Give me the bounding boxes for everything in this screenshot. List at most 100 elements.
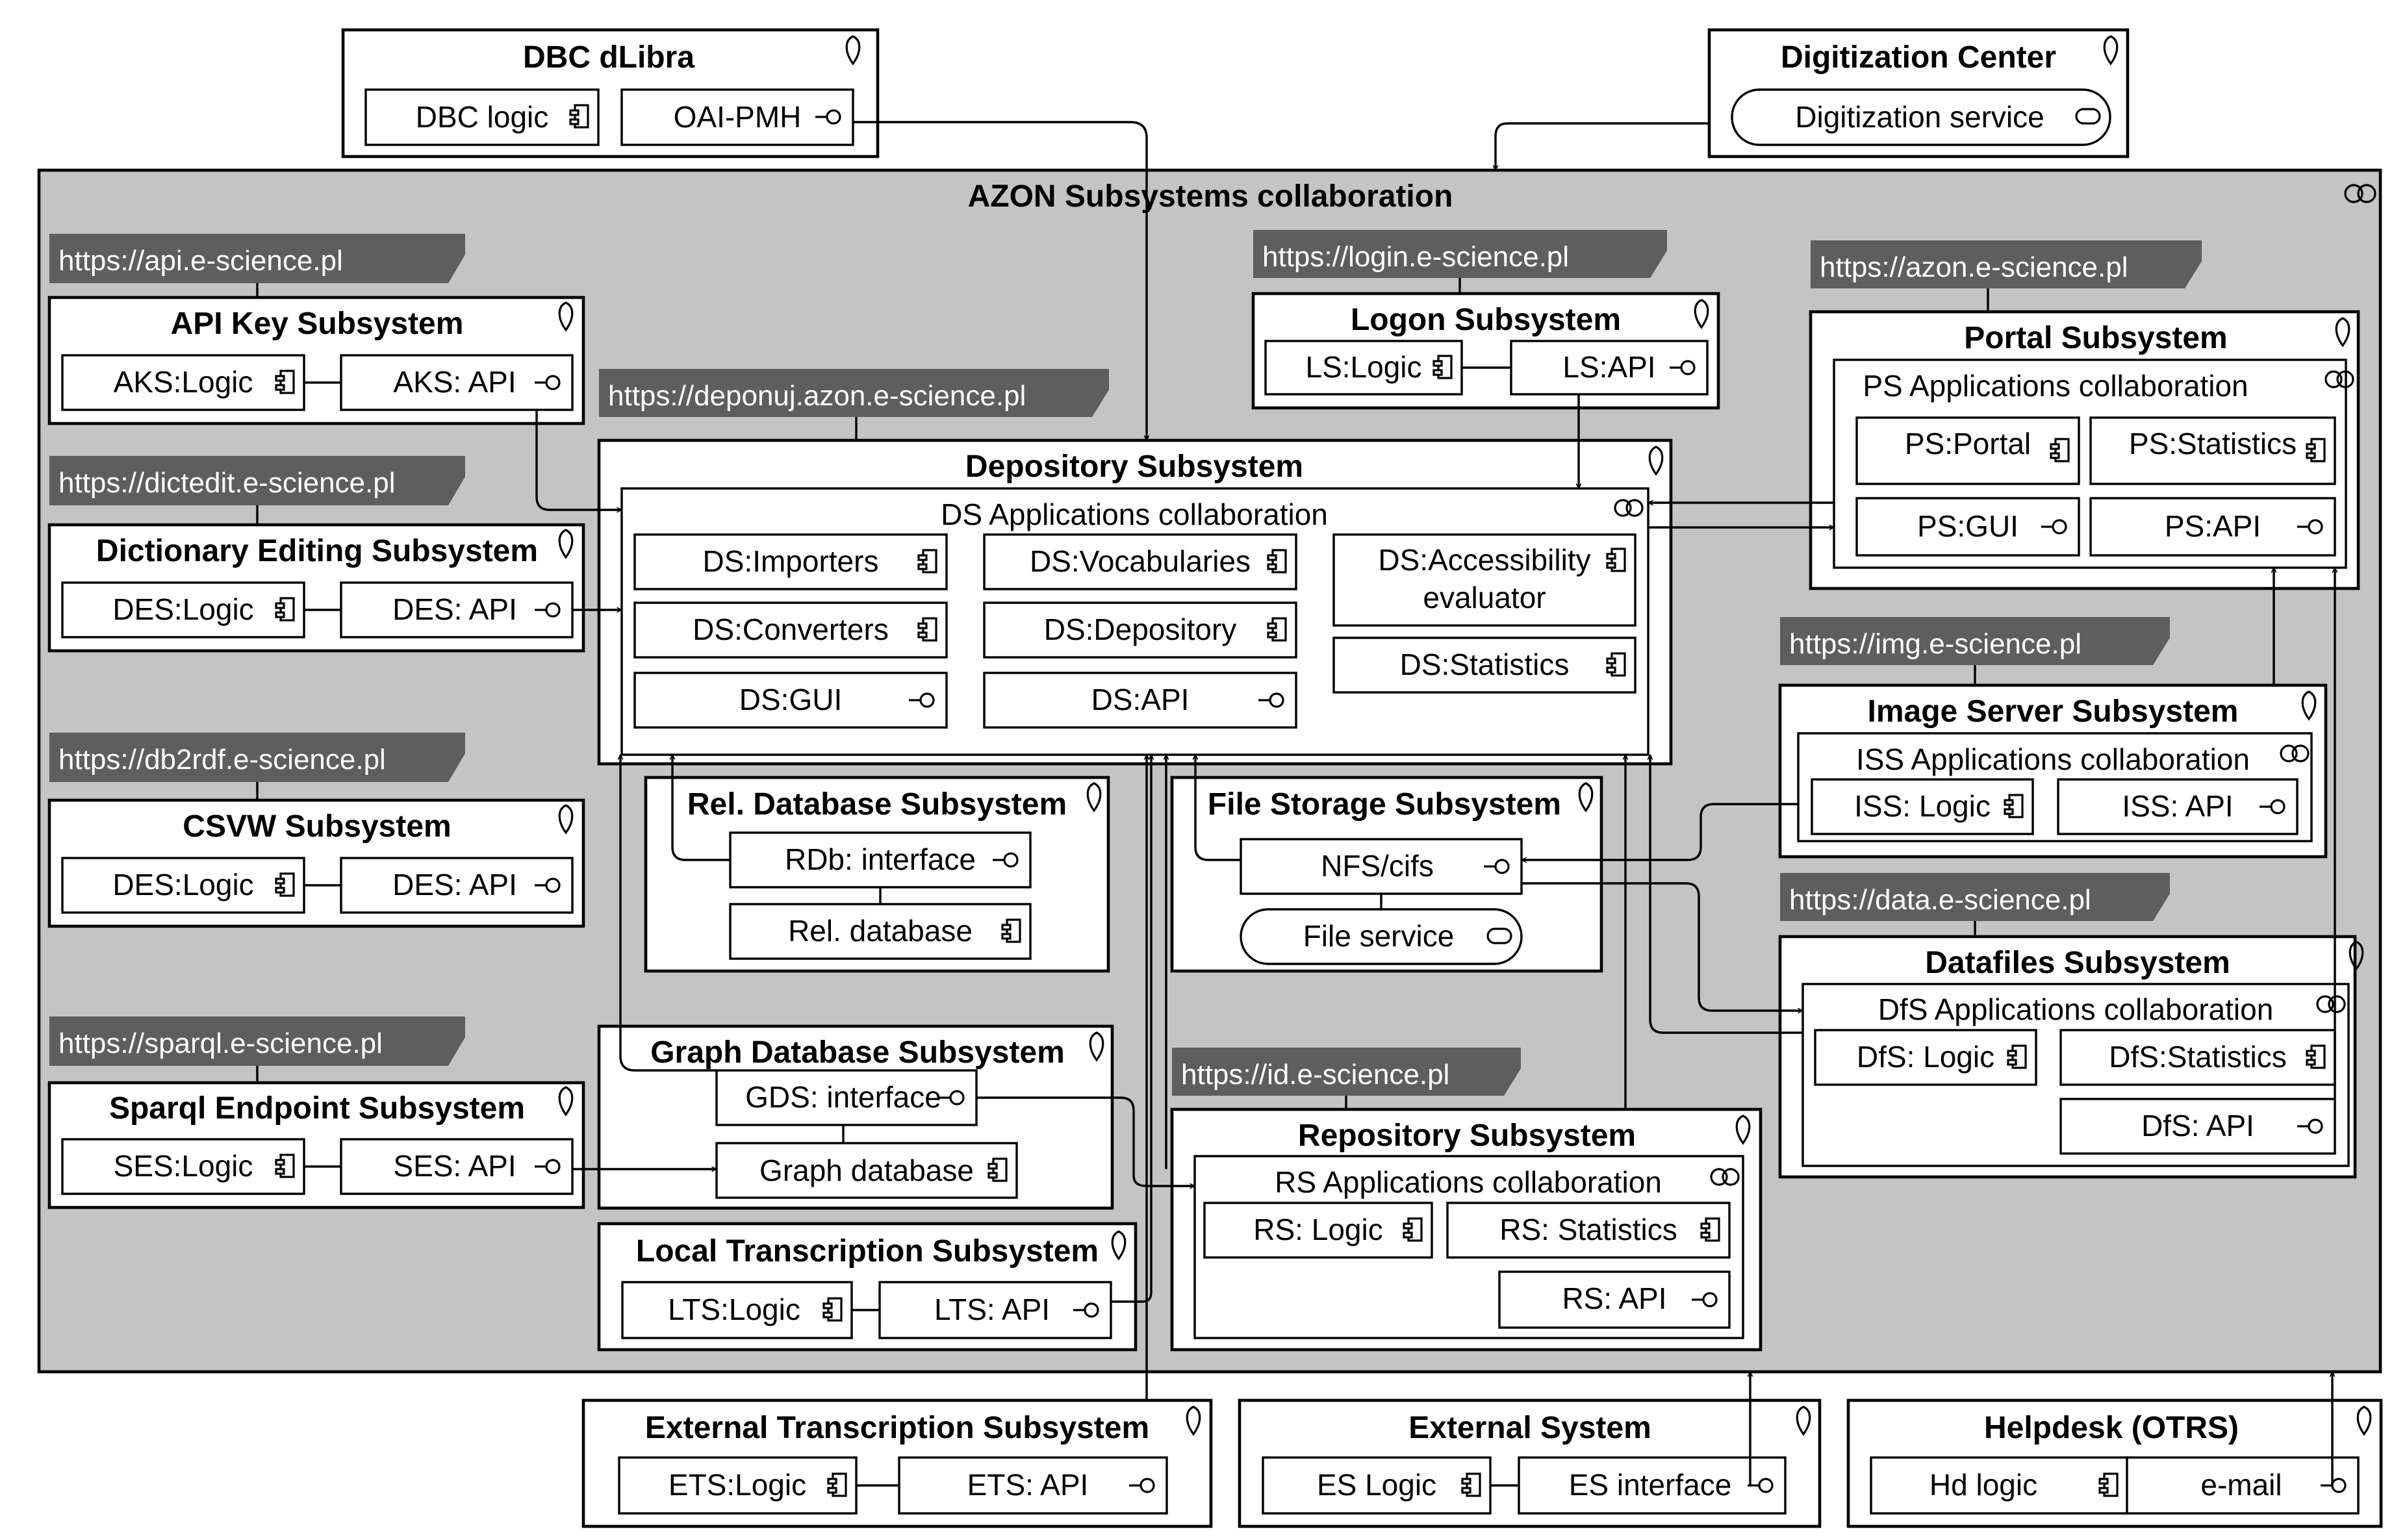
location-pin-icon — [1086, 782, 1102, 813]
local-transcription-subsystem: Local Transcription Subsystem LTS:Logic … — [597, 1222, 1138, 1352]
interface-icon — [1692, 1292, 1718, 1307]
url-tag-id: https://id.e-science.pl — [1172, 1048, 1521, 1109]
component-icon — [917, 549, 937, 574]
svg-text:https://id.e-science.pl: https://id.e-science.pl — [1181, 1059, 1449, 1091]
component-icon — [2050, 438, 2070, 462]
datafiles-subsystem: Datafiles Subsystem DfS Applications col… — [1778, 935, 2364, 1179]
component-icon — [917, 617, 937, 642]
svg-text:RS: API: RS: API — [1562, 1281, 1666, 1315]
external-system: External System ES Logic ES interface — [1238, 1398, 1822, 1528]
interface-icon — [2297, 1118, 2323, 1134]
svg-text:DES:Logic: DES:Logic — [112, 868, 253, 902]
service-icon — [2075, 108, 2101, 125]
svg-text:Sparql Endpoint Subsystem: Sparql Endpoint Subsystem — [109, 1091, 525, 1126]
svg-text:DfS Applications collaboration: DfS Applications collaboration — [1878, 992, 2274, 1026]
component-icon — [827, 1472, 847, 1497]
svg-text:https://dictedit.e-science.pl: https://dictedit.e-science.pl — [58, 467, 395, 499]
svg-text:DfS:Statistics: DfS:Statistics — [2109, 1040, 2287, 1074]
svg-text:https://img.e-science.pl: https://img.e-science.pl — [1789, 628, 2082, 660]
svg-text:DS:Accessibility: DS:Accessibility — [1378, 543, 1590, 577]
svg-text:DES: API: DES: API — [392, 868, 517, 902]
location-pin-icon — [558, 301, 574, 332]
interface-icon — [2041, 519, 2067, 535]
graph-database-subsystem: Graph Database Subsystem GDS: interface … — [597, 1024, 1114, 1210]
interface-icon — [2260, 799, 2286, 814]
svg-text:DS:Vocabularies: DS:Vocabularies — [1030, 544, 1251, 578]
component-icon — [1433, 355, 1453, 379]
interface-icon — [815, 109, 841, 125]
location-pin-icon — [2349, 940, 2364, 971]
component-icon — [1461, 1472, 1481, 1497]
svg-text:PS:Portal: PS:Portal — [1905, 427, 2031, 461]
svg-text:DS:GUI: DS:GUI — [739, 683, 842, 716]
digitization-title: Digitization Center — [1781, 40, 2056, 75]
svg-text:ISS: API: ISS: API — [2122, 789, 2233, 823]
svg-text:https://azon.e-science.pl: https://azon.e-science.pl — [1820, 251, 2128, 283]
svg-text:LTS:Logic: LTS:Logic — [668, 1293, 800, 1326]
location-pin-icon — [845, 35, 861, 66]
location-pin-icon — [1111, 1230, 1127, 1261]
location-pin-icon — [2301, 690, 2317, 721]
svg-text:DS:Importers: DS:Importers — [703, 544, 879, 578]
component-icon — [1001, 918, 1021, 943]
digitization-center-node: Digitization Center Digitization service — [1707, 28, 2130, 158]
collaboration-icon — [1710, 1168, 1740, 1186]
helpdesk-otrs: Helpdesk (OTRS) Hd logic e-mail — [1846, 1398, 2383, 1528]
svg-text:e-mail: e-mail — [2200, 1468, 2282, 1502]
svg-text:DES:Logic: DES:Logic — [112, 592, 253, 626]
api-key-subsystem: API Key Subsystem AKS:Logic AKS: API — [47, 296, 585, 425]
component-icons — [275, 104, 2347, 1497]
url-tag-db2rdf: https://db2rdf.e-science.pl — [49, 733, 465, 800]
image-server-subsystem: Image Server Subsystem ISS Applications … — [1778, 683, 2328, 859]
component-icon — [2007, 1044, 2027, 1069]
svg-text:ES interface: ES interface — [1569, 1468, 1732, 1502]
svg-text:Helpdesk (OTRS): Helpdesk (OTRS) — [1984, 1411, 2239, 1445]
location-pin-icon — [1735, 1115, 1751, 1145]
interface-icon — [535, 877, 561, 893]
component-icon — [275, 872, 295, 897]
component-icon — [1700, 1217, 1720, 1242]
svg-text:DS:Converters: DS:Converters — [693, 612, 889, 646]
svg-text:PS Applications collaboration: PS Applications collaboration — [1863, 369, 2248, 403]
interface-icon — [909, 692, 935, 708]
interface-icon — [1670, 360, 1696, 375]
svg-text:LS:API: LS:API — [1562, 350, 1655, 384]
interface-icon — [993, 852, 1019, 868]
collaboration-icon — [2280, 744, 2310, 763]
svg-text:AKS:Logic: AKS:Logic — [114, 365, 253, 399]
svg-text:ES Logic: ES Logic — [1317, 1468, 1436, 1502]
svg-text:Rel. database: Rel. database — [788, 914, 973, 948]
interface-icon — [1129, 1478, 1155, 1493]
svg-text:DfS: Logic: DfS: Logic — [1857, 1040, 1994, 1074]
connections — [535, 121, 2335, 1485]
svg-text:https://login.e-science.pl: https://login.e-science.pl — [1262, 241, 1569, 273]
location-pin-icon — [1089, 1031, 1104, 1062]
external-transcription-subsystem: External Transcription Subsystem ETS:Log… — [581, 1398, 1213, 1528]
url-tag-data: https://data.e-science.pl — [1780, 873, 2170, 937]
svg-text:External System: External System — [1408, 1411, 1651, 1445]
svg-text:GDS: interface: GDS: interface — [745, 1080, 941, 1114]
url-tag-sparql: https://sparql.e-science.pl — [49, 1016, 465, 1083]
url-tag-login: https://login.e-science.pl — [1253, 230, 1667, 294]
svg-text:Graph Database Subsystem: Graph Database Subsystem — [650, 1035, 1065, 1070]
svg-text:PS:Statistics: PS:Statistics — [2129, 427, 2297, 461]
svg-text:Hd logic: Hd logic — [1929, 1468, 2037, 1502]
location-pin-icon — [1796, 1406, 1811, 1436]
url-tag-img: https://img.e-science.pl — [1780, 617, 2170, 685]
svg-text:Image Server Subsystem: Image Server Subsystem — [1868, 694, 2239, 729]
rel-database-subsystem: Rel. Database Subsystem RDb: interface R… — [644, 776, 1110, 973]
svg-text:https://data.e-science.pl: https://data.e-science.pl — [1789, 884, 2091, 916]
depository-subsystem: Depository Subsystem DS Applications col… — [597, 438, 1673, 766]
svg-text:evaluator: evaluator — [1423, 581, 1546, 614]
component-icon — [2098, 1472, 2119, 1497]
svg-text:ISS Applications collaboration: ISS Applications collaboration — [1856, 742, 2250, 776]
component-icon — [1267, 549, 1287, 574]
svg-text:Repository Subsystem: Repository Subsystem — [1298, 1118, 1636, 1153]
component-icon — [822, 1297, 843, 1322]
interface-icon — [1258, 692, 1284, 708]
svg-text:File Storage Subsystem: File Storage Subsystem — [1208, 787, 1561, 822]
svg-text:DS:Depository: DS:Depository — [1044, 612, 1237, 646]
interface-icon — [535, 1159, 561, 1174]
component-icon — [275, 597, 295, 622]
